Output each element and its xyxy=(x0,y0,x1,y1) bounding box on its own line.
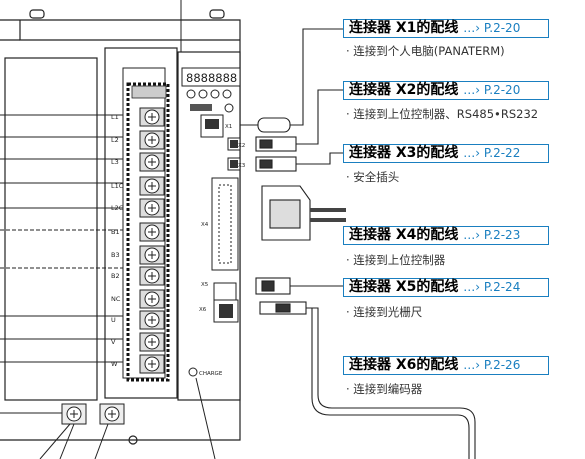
down-button-icon xyxy=(210,89,220,99)
port-label-x3: X3 xyxy=(238,163,246,169)
ground-screw-1-icon xyxy=(61,403,87,425)
terminal-label: L1 xyxy=(111,113,119,121)
cable-x3 xyxy=(255,152,346,172)
charge-lamp-icon xyxy=(188,367,198,377)
terminal-label: L1C xyxy=(111,182,124,190)
port-label-x2: X2 xyxy=(238,143,245,149)
connector-x5-title: 连接器 X5的配线 …› P.2-24 xyxy=(343,278,549,297)
port-x1 xyxy=(200,114,224,138)
port-x6 xyxy=(213,299,239,323)
connector-x6-desc: · 连接到编码器 xyxy=(346,382,423,396)
connector-x4-desc: · 连接到上位控制器 xyxy=(346,253,446,267)
ground-screw-2-icon xyxy=(99,403,125,425)
up-button-icon xyxy=(222,89,232,99)
terminal-label: B2 xyxy=(111,272,120,280)
terminal-label: B3 xyxy=(111,251,120,259)
set-button-icon xyxy=(198,89,208,99)
terminal-u: U xyxy=(111,310,165,330)
connector-x5-desc: · 连接到光栅尺 xyxy=(346,305,423,319)
seven-segment-display: 8888888 xyxy=(186,71,237,85)
connector-x3-title: 连接器 X3的配线 …› P.2-22 xyxy=(343,144,549,163)
port-x3 xyxy=(227,157,241,171)
shift-button-icon xyxy=(224,103,234,113)
left-wires xyxy=(0,114,123,414)
port-label-x6: X6 xyxy=(199,307,207,313)
connector-x1-title: 连接器 X1的配线 …› P.2-20 xyxy=(343,19,549,38)
terminal-label: L3 xyxy=(111,158,119,166)
terminal-l1c: L1C xyxy=(111,176,165,196)
terminal-l2: L2 xyxy=(111,130,165,150)
cable-x2 xyxy=(255,89,346,152)
connector-x2-desc: · 连接到上位控制器、RS485•RS232 xyxy=(346,107,539,121)
terminal-b1: B1 xyxy=(111,222,165,242)
mode-button-icon xyxy=(186,89,196,99)
terminal-label: B1 xyxy=(111,228,120,236)
terminal-l3: L3 xyxy=(111,152,165,172)
ground-leads xyxy=(39,377,216,459)
terminal-b3: B3 xyxy=(111,245,165,265)
port-label-x4: X4 xyxy=(201,222,209,228)
connector-x4-title: 连接器 X4的配线 …› P.2-23 xyxy=(343,226,549,245)
terminal-label: W xyxy=(111,360,118,368)
cable-x5 xyxy=(255,277,346,295)
cable-x4 xyxy=(261,185,346,241)
port-x2 xyxy=(227,137,241,151)
connector-x1-desc: · 连接到个人电脑(PANATERM) xyxy=(346,44,505,58)
port-x4 xyxy=(211,177,239,271)
terminal-label: NC xyxy=(111,295,121,303)
cable-x6 xyxy=(259,301,476,459)
charge-label: CHARGE xyxy=(199,371,223,377)
terminal-label: L2 xyxy=(111,136,119,144)
terminal-b2: B2 xyxy=(111,266,165,286)
connector-x6-title: 连接器 X6的配线 …› P.2-26 xyxy=(343,356,549,375)
terminal-v: V xyxy=(111,332,165,352)
terminal-nc: NC xyxy=(111,289,165,309)
terminal-label: V xyxy=(111,338,116,346)
connector-x2-title: 连接器 X2的配线 …› P.2-20 xyxy=(343,81,549,100)
port-label-x1: X1 xyxy=(225,124,232,130)
connector-x3-desc: · 安全插头 xyxy=(346,170,400,184)
port-label-x5: X5 xyxy=(201,282,209,288)
terminal-label: U xyxy=(111,316,116,324)
front-panel: 8888888 xyxy=(181,67,241,113)
cable-x1 xyxy=(240,28,346,133)
terminal-w: W xyxy=(111,354,165,374)
terminal-l1: L1 xyxy=(111,107,165,127)
